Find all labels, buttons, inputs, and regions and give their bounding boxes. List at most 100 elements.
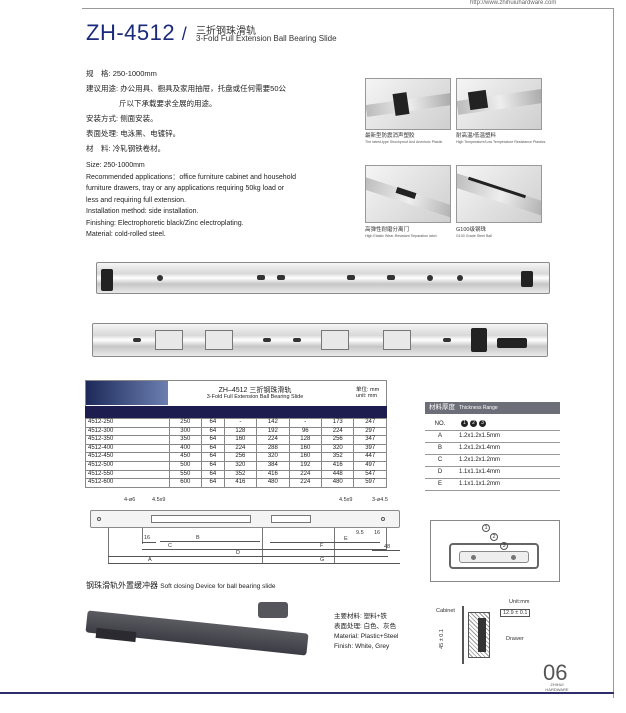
marker-3: 3	[479, 420, 486, 428]
spec-table-image	[86, 381, 168, 405]
spec-row: 建议用途: 办公用具、橱具及家用抽屉，托盘或任何需要50公	[86, 84, 287, 93]
spec-row: 斤以下承载要求全展的用途。	[119, 99, 217, 108]
ext-line	[334, 528, 335, 564]
spec-table-title-cn: ZH–4512 三折钢珠滑轨	[218, 387, 292, 394]
dim-line	[160, 541, 260, 542]
soft-close-device-image	[85, 600, 316, 670]
spec-en-line: Finishing: Electrophoretic black/Zinc el…	[86, 219, 244, 227]
marker-1: 1	[461, 420, 468, 428]
title-english: 3-Fold Full Extension Ball Bearing Slide	[196, 34, 337, 43]
spec-en-line: furniture drawers, tray or any applicati…	[86, 185, 285, 192]
dim-label: 4-ø6	[124, 497, 136, 503]
drawer-label: Drawer	[506, 636, 524, 642]
dim-label: B	[196, 535, 200, 541]
spec-en-line: Material: cold-rolled steel.	[86, 231, 166, 238]
slide-rail-side	[92, 323, 548, 357]
spec-en-line: Size: 250-1000mm	[86, 162, 145, 169]
dim-label: E	[344, 536, 348, 542]
dim-line	[108, 563, 334, 564]
soft-close-title: 钢珠滑轨外置缓冲器 Soft closing Device for ball b…	[86, 581, 276, 590]
title-chinese: 三折钢珠滑轨	[196, 26, 256, 37]
ext-line	[142, 528, 143, 544]
dim-line	[262, 563, 400, 564]
dim-label: 9.5	[356, 530, 364, 536]
side-rule	[613, 8, 614, 698]
dim-label: 4.5x9	[152, 497, 166, 503]
spec-en-line: less and requiring full extension.	[86, 196, 187, 204]
spec-row: 材 料: 冷轧钢铁卷材。	[86, 144, 166, 153]
spec-en-line: Recommended applications：office furnitur…	[86, 173, 297, 181]
top-rule	[82, 8, 614, 9]
dim-line	[270, 542, 380, 543]
install-drawing	[462, 606, 532, 664]
model-number: ZH-4512 /	[86, 20, 188, 45]
spec-list-english: Size: 250-1000mm Recommended application…	[86, 160, 346, 241]
feature-photo-steel-ball	[456, 165, 542, 223]
feature-photo-temperature	[456, 78, 542, 130]
dim-label: C	[168, 543, 172, 549]
dim-label: A	[148, 557, 152, 563]
height-label: 45 ± 0.1	[438, 629, 445, 649]
ext-line	[262, 528, 263, 564]
spec-table-title-en: 3-Fold Full Extension Ball Bearing Slide	[206, 394, 304, 400]
dim-line	[372, 550, 400, 551]
spec-table-unit-cn: 单位: mm	[356, 387, 380, 393]
dim-line	[142, 542, 156, 543]
dim-label: 4.5x9	[339, 497, 353, 503]
feature-photo-latch	[365, 165, 451, 223]
page-number: 06	[543, 660, 568, 685]
ext-line	[386, 528, 387, 550]
dim-line	[142, 549, 262, 550]
section-mark-3: 3	[500, 542, 508, 550]
technical-drawing-rail	[90, 510, 400, 528]
website-url[interactable]: http://www.zhihuiuhardware.com	[470, 0, 557, 6]
spec-table-band	[85, 406, 387, 418]
feature-photo-shockproof	[365, 78, 451, 130]
dim-line	[108, 556, 388, 557]
spec-row: 表面处理: 电泳黑、电镀锌。	[86, 129, 181, 138]
slide-rail-extended	[96, 262, 550, 294]
spec-row: 安装方式: 侧面安装。	[86, 114, 158, 123]
gap-label: 12.9 ± 0.1	[500, 609, 531, 617]
install-unit: Unit:mm	[509, 599, 530, 605]
marker-2: 2	[470, 420, 477, 428]
dim-label: 16	[144, 535, 151, 541]
spec-en-line: Installation method: side installation.	[86, 208, 199, 215]
spec-list-chinese: 规 格: 250-1000mm 建议用途: 办公用具、橱具及家用抽屉，托盘或任何…	[86, 66, 286, 156]
dim-label: D	[236, 550, 240, 556]
section-mark-1: 1	[482, 524, 490, 532]
dim-label: 3-ø4.5	[372, 497, 388, 503]
dim-line	[262, 549, 386, 550]
dim-label: G	[320, 557, 325, 563]
cabinet-label: Cabinet	[436, 608, 455, 614]
spec-row: 规 格: 250-1000mm	[86, 69, 157, 78]
spec-table-unit-en: unit: mm	[356, 393, 378, 399]
cross-section-drawing	[430, 520, 560, 582]
dim-label: F	[320, 543, 324, 549]
dim-label: 16	[374, 530, 381, 536]
ext-line	[108, 528, 109, 564]
bottom-rule	[0, 692, 614, 694]
dim-label: 48	[384, 544, 391, 550]
